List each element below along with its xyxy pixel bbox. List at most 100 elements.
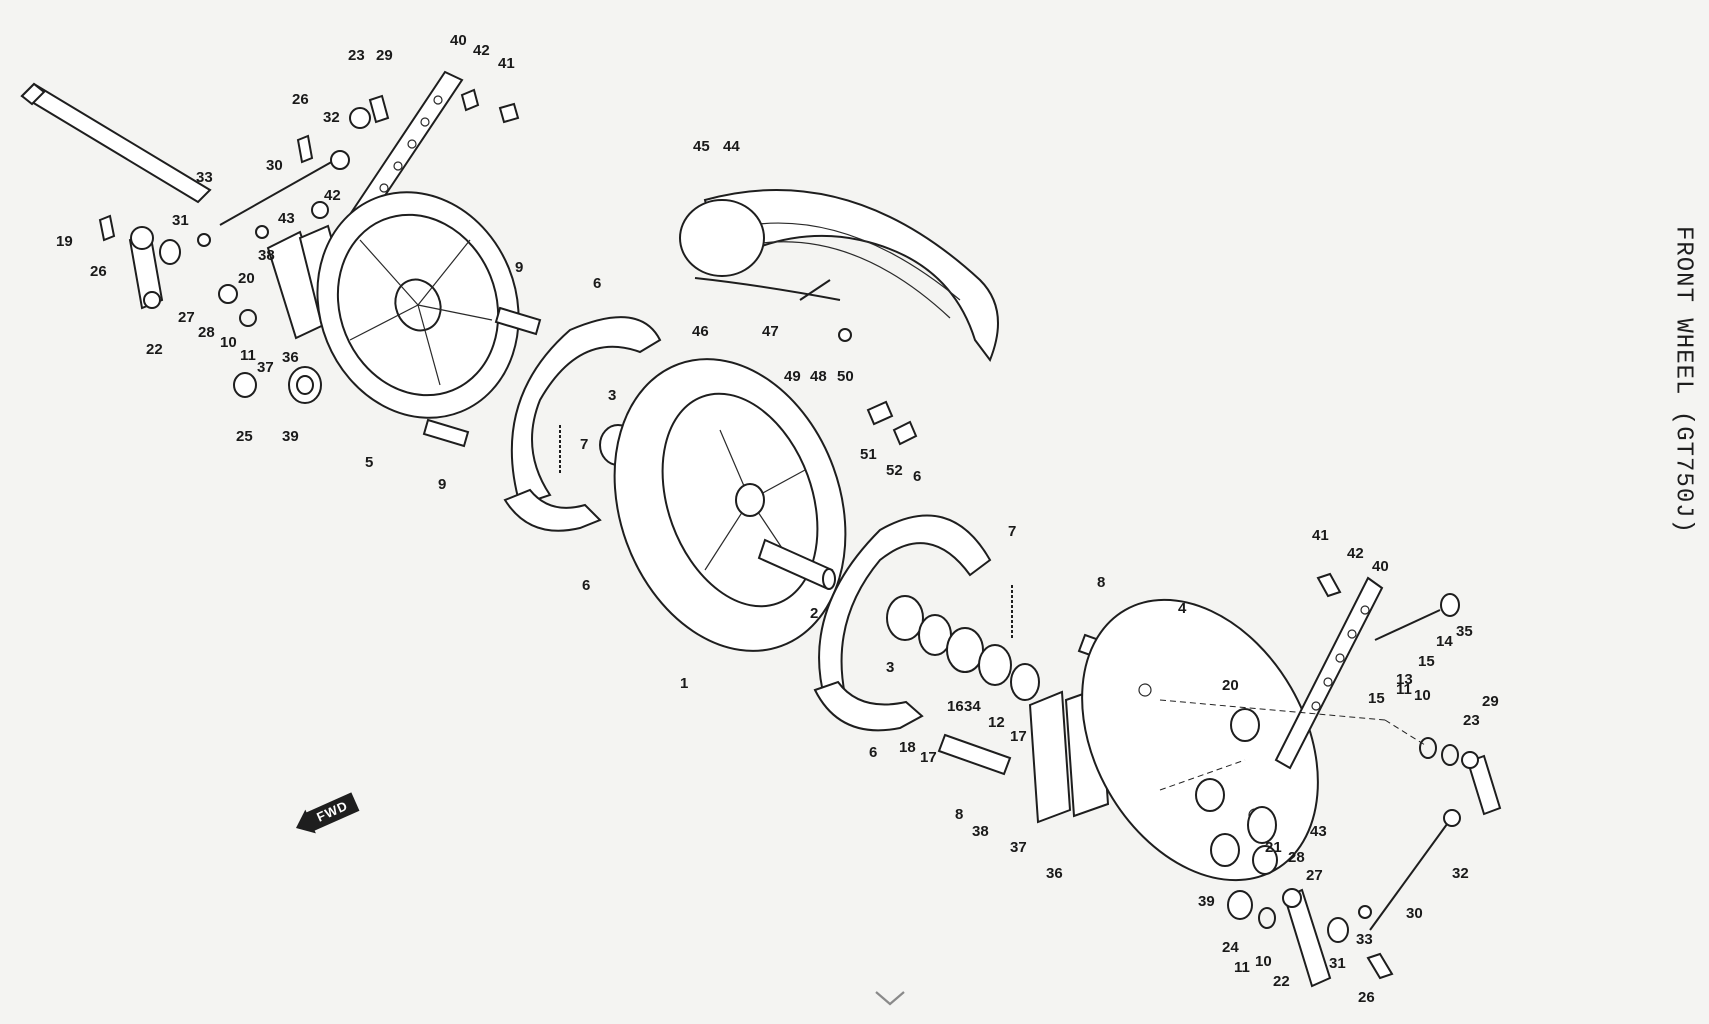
left-cam-lever-22 xyxy=(128,226,164,310)
part-number-label: 31 xyxy=(172,212,189,229)
part-number-label: 20 xyxy=(1222,677,1239,694)
part-number-label: 31 xyxy=(1329,955,1346,972)
part-number-label: 38 xyxy=(258,247,275,264)
part-number-label: 36 xyxy=(282,349,299,366)
part-number-label: 48 xyxy=(810,368,827,385)
part-number-label: 43 xyxy=(1310,823,1327,840)
part-number-label: 40 xyxy=(1372,558,1389,575)
right-cam-lever-22 xyxy=(1282,888,1332,988)
part-number-label: 22 xyxy=(1273,973,1290,990)
part-number-label: 16 xyxy=(947,698,964,715)
part-number-label: 32 xyxy=(323,109,340,126)
part-number-label: 27 xyxy=(1306,867,1323,884)
part-number-label: 30 xyxy=(266,157,283,174)
part-number-label: 26 xyxy=(90,263,107,280)
right-cable-30 xyxy=(1369,809,1461,931)
part-number-label: 15 xyxy=(1368,690,1385,707)
part-number-label: 13 xyxy=(1396,671,1413,688)
part-number-label: 37 xyxy=(257,359,274,376)
part-number-label: 42 xyxy=(1347,545,1364,562)
part-number-label: 38 xyxy=(972,823,989,840)
right-brake-shoes-6 xyxy=(813,514,992,732)
part-number-label: 10 xyxy=(220,334,237,351)
part-number-label: 27 xyxy=(178,309,195,326)
bolt-26-right xyxy=(1366,952,1394,980)
part-number-label: 29 xyxy=(376,47,393,64)
part-number-label: 39 xyxy=(282,428,299,445)
part-number-label: 40 xyxy=(450,32,467,49)
part-number-label: 28 xyxy=(1288,849,1305,866)
part-number-label: 37 xyxy=(1010,839,1027,856)
part-number-label: 22 xyxy=(146,341,163,358)
part-number-label: 17 xyxy=(1010,728,1027,745)
left-cable-30 xyxy=(219,107,371,226)
part-number-label: 26 xyxy=(292,91,309,108)
part-number-label: 3 xyxy=(886,659,894,676)
hub-spacer-2 xyxy=(757,538,836,590)
wheel-hub-1 xyxy=(613,358,847,652)
part-number-label: 10 xyxy=(1255,953,1272,970)
left-brake-panel-5 xyxy=(316,191,520,419)
part-number-label: 30 xyxy=(1406,905,1423,922)
part-number-label: 41 xyxy=(1312,527,1329,544)
part-number-label: 6 xyxy=(582,577,590,594)
part-number-label: 4 xyxy=(1178,600,1187,617)
part-number-label: 23 xyxy=(1463,712,1480,729)
right-cam-parts-24-31-33 xyxy=(1227,890,1372,943)
part-number-label: 36 xyxy=(1046,865,1063,882)
part-number-label: 6 xyxy=(869,744,877,761)
part-number-label: 35 xyxy=(1456,623,1473,640)
part-number-label: 8 xyxy=(955,806,963,823)
weights-51-52 xyxy=(866,400,918,446)
part-number-label: 11 xyxy=(240,347,256,364)
part-number-label: 6 xyxy=(593,275,601,292)
bearings-seals-12-16-17-18-34 xyxy=(886,595,1040,701)
part-number-label: 26 xyxy=(1358,989,1375,1006)
part-number-label: 20 xyxy=(238,270,255,287)
part-number-label: 47 xyxy=(762,323,779,340)
scroll-down-button[interactable] xyxy=(872,988,908,1010)
part-number-label: 25 xyxy=(236,428,253,445)
left-brake-shoes-6 xyxy=(503,316,662,532)
part-number-label: 24 xyxy=(1222,939,1239,956)
right-spacers-21-39 xyxy=(1210,806,1278,875)
part-number-label: 2 xyxy=(810,605,818,622)
part-number-label: 44 xyxy=(723,138,740,155)
part-number-label: 10 xyxy=(1414,687,1431,704)
part-number-label: 11 xyxy=(1234,959,1250,976)
left-spacer-39 xyxy=(288,366,322,404)
part-labels: 1 2 3 3 4 5 6 6 6 6 7 7 8 8 9 9 10 10 10… xyxy=(56,32,1499,1006)
part-number-label: 33 xyxy=(1356,931,1373,948)
rim-band-46-47 xyxy=(694,277,841,301)
valve-48-50 xyxy=(799,279,852,342)
part-number-label: 42 xyxy=(324,187,341,204)
part-number-label: 34 xyxy=(964,698,981,715)
part-number-label: 7 xyxy=(1008,523,1016,540)
part-number-label: 15 xyxy=(1418,653,1435,670)
part-number-label: 3 xyxy=(608,387,616,404)
part-number-label: 19 xyxy=(56,233,73,250)
washer-10-11-right xyxy=(1258,737,1459,929)
part-number-label: 32 xyxy=(1452,865,1469,882)
part-number-label: 1 xyxy=(680,675,688,692)
right-adjuster-13-14-15 xyxy=(1374,593,1460,641)
part-number-label: 50 xyxy=(837,368,854,385)
part-number-label: 23 xyxy=(348,47,365,64)
part-number-label: 17 xyxy=(920,749,937,766)
left-pins-9 xyxy=(422,306,542,448)
part-number-label: 5 xyxy=(365,454,373,471)
part-number-label: 14 xyxy=(1436,633,1453,650)
part-number-label: 9 xyxy=(438,476,446,493)
part-number-label: 42 xyxy=(473,42,490,59)
part-number-label: 9 xyxy=(515,259,523,276)
part-number-label: 7 xyxy=(580,436,588,453)
right-brake-link-40 xyxy=(1274,576,1384,770)
part-number-label: 8 xyxy=(1097,574,1105,591)
dashed-leader-lines xyxy=(1159,699,1426,791)
chevron-down-icon xyxy=(875,991,905,1006)
part-number-label: 49 xyxy=(784,368,801,385)
part-number-label: 29 xyxy=(1482,693,1499,710)
part-number-label: 33 xyxy=(196,169,213,186)
